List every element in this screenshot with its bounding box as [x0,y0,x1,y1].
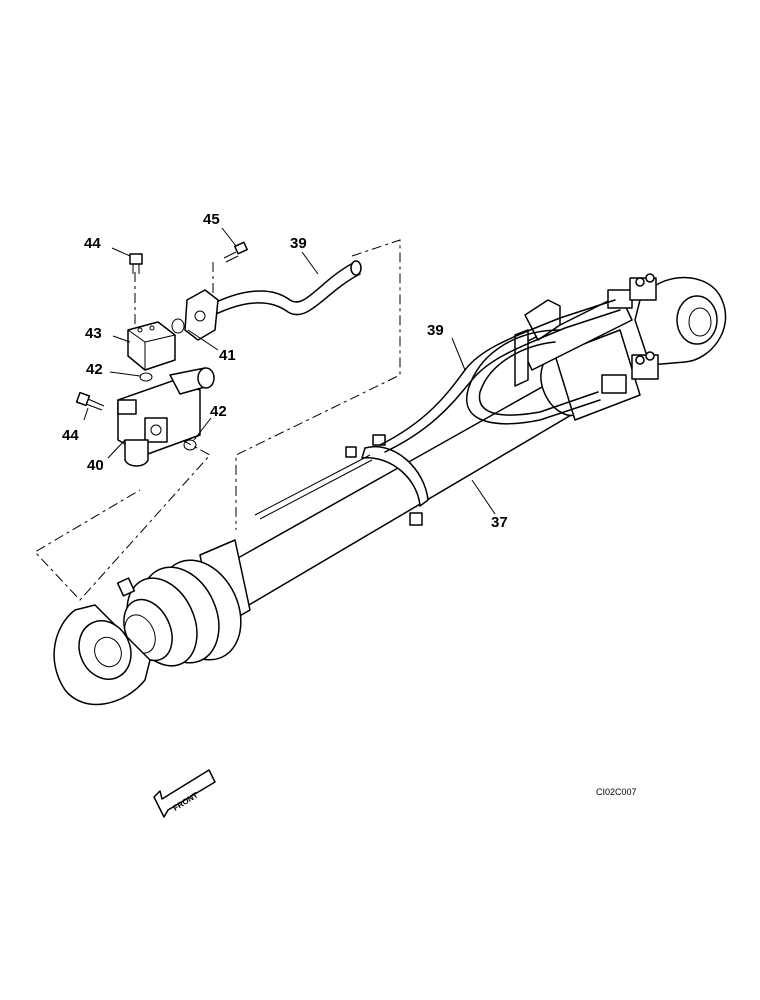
callout-45: 45 [203,211,220,228]
pipe-39-top [209,260,362,317]
callout-leaders [83,227,496,515]
callout-44-bottom: 44 [62,427,79,444]
flange-41 [171,289,219,341]
bolt-44-bottom [75,391,105,411]
callout-44-top: 44 [84,235,101,252]
callout-40: 40 [87,457,104,474]
callout-42-right: 42 [210,403,227,420]
callout-37: 37 [491,514,508,531]
o-ring-42-left [139,372,153,382]
main-cylinder [53,273,727,706]
callout-43: 43 [85,325,102,342]
assembly-leader-lines [34,239,401,601]
callout-39-right: 39 [427,322,444,339]
bolt-45 [223,241,248,263]
drawing-code: CI02C007 [596,787,637,797]
bolt-44-top [129,253,143,274]
front-arrow-icon [153,769,216,818]
callout-41: 41 [219,347,236,364]
valve-40 [117,367,215,467]
callout-42-left: 42 [86,361,103,378]
block-43 [127,321,176,371]
callout-39-top: 39 [290,235,307,252]
